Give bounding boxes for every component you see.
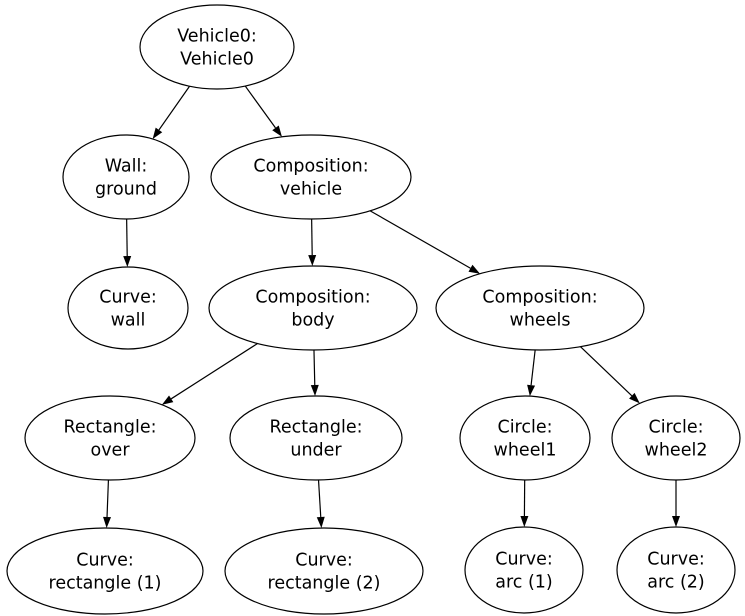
node-label: Rectangle:over	[63, 418, 156, 461]
node-label: Composition:body	[255, 288, 370, 331]
edge-line	[106, 479, 110, 518]
node-ellipse	[229, 395, 403, 481]
node-ellipse	[224, 527, 424, 615]
node-composition-body: Composition:body	[208, 265, 418, 351]
node-circle-wheel1: Circle:wheel1	[459, 395, 591, 481]
arrow-head-icon	[308, 254, 317, 267]
edge-circle-wheel2-to-curve-arc-2	[672, 480, 680, 527]
edge-line	[530, 349, 536, 386]
edge-composition-body-to-rectangle-under	[310, 349, 319, 397]
edge-line	[170, 343, 258, 400]
edge-composition-vehicle-to-composition-wheels	[369, 210, 481, 274]
edge-wall-ground-to-curve-wall	[123, 218, 132, 268]
arrow-head-icon	[316, 516, 325, 529]
node-label: Curve:arc (2)	[647, 550, 705, 593]
edge-rectangle-over-to-curve-rectangle-1	[103, 479, 112, 529]
arrow-head-icon	[103, 516, 112, 529]
node-ellipse	[459, 395, 591, 481]
edge-composition-vehicle-to-composition-body	[308, 218, 317, 267]
edge-line	[126, 218, 128, 257]
node-label: Composition:wheels	[482, 288, 597, 331]
node-ellipse	[6, 527, 204, 615]
node-ellipse	[210, 134, 412, 220]
edge-vehicle0-to-composition-vehicle	[244, 85, 282, 137]
node-curve-wall: Curve:wall	[67, 266, 189, 350]
node-label: Circle:wheel1	[494, 418, 557, 461]
node-rectangle-over: Rectangle:over	[24, 395, 196, 481]
arrow-head-icon	[161, 395, 174, 405]
node-curve-rectangle-2: Curve:rectangle (2)	[224, 527, 424, 615]
node-ellipse	[67, 266, 189, 350]
node-curve-rectangle-1: Curve:rectangle (1)	[6, 527, 204, 615]
node-ellipse	[208, 265, 418, 351]
node-label: Composition:vehicle	[253, 157, 368, 200]
node-vehicle0: Vehicle0:Vehicle0	[139, 4, 295, 90]
node-ellipse	[464, 526, 584, 614]
node-label: Curve:rectangle (2)	[268, 551, 381, 594]
nodes-layer: Vehicle0:Vehicle0Wall:groundComposition:…	[6, 4, 741, 615]
edge-line	[313, 349, 316, 386]
node-label: Circle:wheel2	[645, 418, 708, 461]
node-rectangle-under: Rectangle:under	[229, 395, 403, 481]
edge-line	[369, 210, 471, 269]
edges-layer	[103, 85, 680, 529]
node-wall-ground: Wall:ground	[62, 134, 190, 220]
node-composition-vehicle: Composition:vehicle	[210, 134, 412, 220]
edge-line	[244, 85, 276, 129]
node-ellipse	[616, 526, 736, 614]
node-curve-arc-2: Curve:arc (2)	[616, 526, 736, 614]
arrow-head-icon	[672, 516, 680, 527]
node-label: Curve:arc (1)	[495, 550, 553, 593]
node-circle-wheel2: Circle:wheel2	[611, 395, 741, 481]
edge-circle-wheel1-to-curve-arc-1	[520, 479, 529, 528]
node-label: Curve:wall	[99, 288, 157, 331]
edge-line	[311, 218, 313, 256]
edge-composition-wheels-to-circle-wheel2	[580, 346, 640, 404]
edge-line	[580, 346, 633, 397]
edge-line	[158, 85, 191, 131]
node-label: Rectangle:under	[269, 418, 362, 461]
node-label: Wall:ground	[95, 157, 157, 200]
node-label: Curve:rectangle (1)	[49, 551, 162, 594]
node-ellipse	[611, 395, 741, 481]
node-curve-arc-1: Curve:arc (1)	[464, 526, 584, 614]
edge-rectangle-under-to-curve-rectangle-2	[316, 479, 325, 529]
arrow-head-icon	[468, 264, 481, 274]
edge-line	[317, 479, 322, 518]
edge-vehicle0-to-wall-ground	[152, 85, 191, 139]
arrow-head-icon	[310, 384, 319, 397]
edge-composition-wheels-to-circle-wheel1	[527, 349, 536, 397]
node-ellipse	[435, 265, 645, 351]
node-ellipse	[139, 4, 295, 90]
node-ellipse	[24, 395, 196, 481]
node-ellipse	[62, 134, 190, 220]
arrow-head-icon	[629, 392, 640, 404]
edge-composition-body-to-rectangle-over	[161, 343, 258, 405]
arrow-head-icon	[123, 255, 132, 268]
node-composition-wheels: Composition:wheels	[435, 265, 645, 351]
node-label: Vehicle0:Vehicle0	[177, 27, 257, 70]
arrow-head-icon	[272, 125, 282, 137]
arrow-head-icon	[520, 515, 529, 528]
arrow-head-icon	[527, 384, 536, 397]
arrow-head-icon	[152, 127, 163, 139]
